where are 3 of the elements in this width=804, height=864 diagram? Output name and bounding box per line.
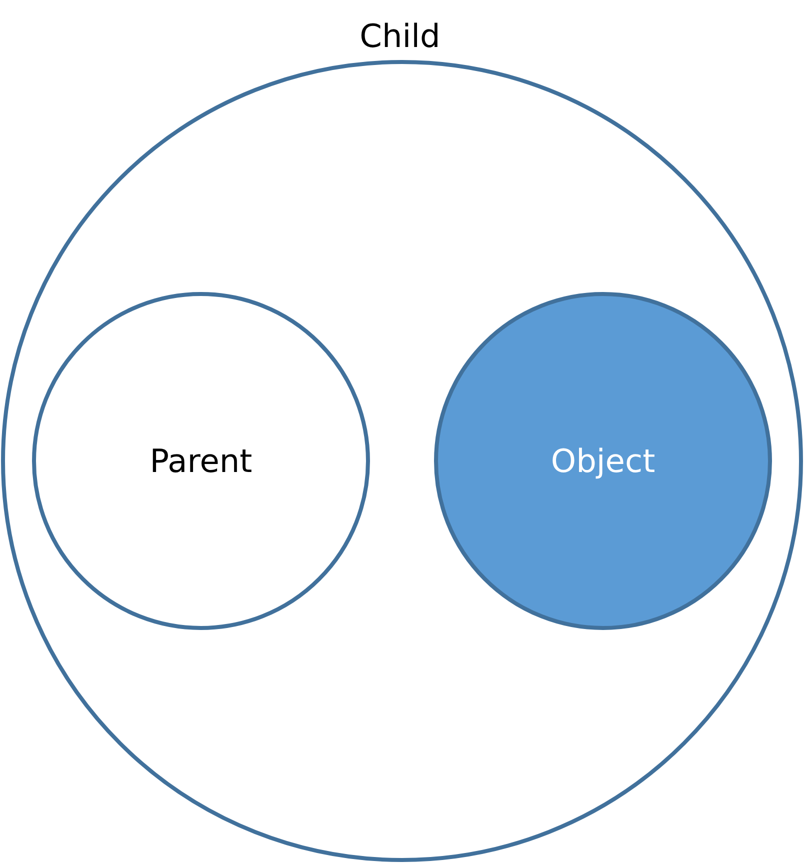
node-label: Child [360, 17, 440, 55]
node-label: Object [550, 442, 656, 480]
node-label: Parent [150, 442, 252, 480]
